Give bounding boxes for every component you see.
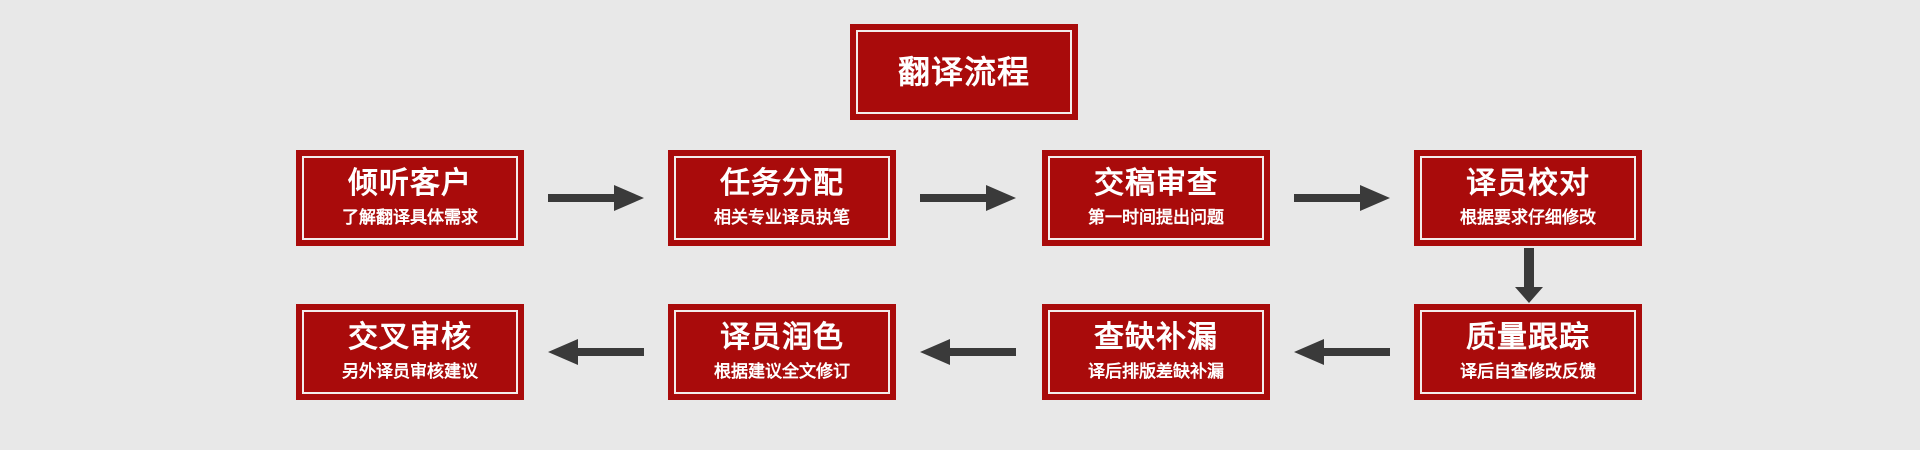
node-row1-step1[interactable]: 倾听客户 了解翻译具体需求 xyxy=(296,150,524,246)
arrow-row1-step3-to-step4-icon xyxy=(1292,180,1392,216)
node-row2-step3-subtitle: 译后排版差缺补漏 xyxy=(1088,362,1224,382)
node-row1-step3[interactable]: 交稿审查 第一时间提出问题 xyxy=(1042,150,1270,246)
node-row2-step2[interactable]: 译员润色 根据建议全文修订 xyxy=(668,304,896,400)
node-row2-step4[interactable]: 质量跟踪 译后自查修改反馈 xyxy=(1414,304,1642,400)
node-row1-step2-title: 任务分配 xyxy=(720,166,844,201)
node-row2-step3-title: 查缺补漏 xyxy=(1094,320,1218,355)
arrow-row2-step3-to-step2-icon xyxy=(918,334,1018,370)
flowchart-title-label: 翻译流程 xyxy=(897,53,1030,91)
node-row1-step1-title: 倾听客户 xyxy=(348,166,472,201)
node-row1-step4[interactable]: 译员校对 根据要求仔细修改 xyxy=(1414,150,1642,246)
arrow-row2-step4-to-step3-icon xyxy=(1292,334,1392,370)
node-row2-step3[interactable]: 查缺补漏 译后排版差缺补漏 xyxy=(1042,304,1270,400)
arrow-row1-step4-down-to-row2-step4-icon xyxy=(1512,247,1546,305)
arrow-row1-step1-to-step2-icon xyxy=(546,180,646,216)
node-row1-step2-subtitle: 相关专业译员执笔 xyxy=(714,208,850,228)
node-row2-step1[interactable]: 交叉审核 另外译员审核建议 xyxy=(296,304,524,400)
node-row1-step4-title: 译员校对 xyxy=(1466,166,1590,201)
node-row1-step3-title: 交稿审查 xyxy=(1094,166,1218,201)
node-row2-step4-subtitle: 译后自查修改反馈 xyxy=(1460,362,1596,382)
node-row2-step4-title: 质量跟踪 xyxy=(1466,320,1590,355)
flowchart-title-card: 翻译流程 xyxy=(850,24,1078,120)
node-row2-step2-subtitle: 根据建议全文修订 xyxy=(714,362,850,382)
node-row2-step2-title: 译员润色 xyxy=(720,320,844,355)
node-row1-step3-subtitle: 第一时间提出问题 xyxy=(1088,208,1224,228)
node-row1-step1-subtitle: 了解翻译具体需求 xyxy=(342,208,478,228)
arrow-row1-step2-to-step3-icon xyxy=(918,180,1018,216)
node-row2-step1-subtitle: 另外译员审核建议 xyxy=(342,362,478,382)
arrow-row2-step2-to-step1-icon xyxy=(546,334,646,370)
node-row1-step4-subtitle: 根据要求仔细修改 xyxy=(1460,208,1596,228)
node-row1-step2[interactable]: 任务分配 相关专业译员执笔 xyxy=(668,150,896,246)
node-row2-step1-title: 交叉审核 xyxy=(348,320,472,355)
